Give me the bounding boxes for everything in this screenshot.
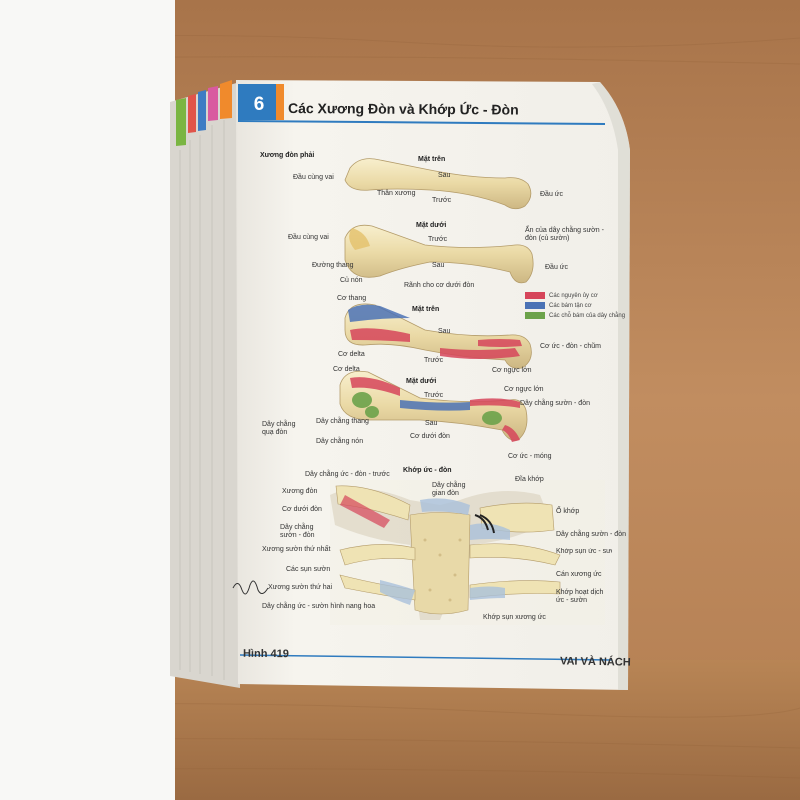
deltoid-origin-inferior [350, 377, 400, 396]
subclavius-insertion [400, 400, 470, 411]
sternohyoid-origin [502, 425, 520, 442]
book-page [236, 80, 630, 690]
panel5-label: Khớp hoạt dịch ức - sườn [556, 589, 604, 604]
panel5-label: Dây chằng sườn - đòn [280, 524, 315, 539]
panel1-label: Thân xương [377, 190, 416, 197]
panel4-label: Sau [425, 420, 438, 427]
clavicle-inferior [344, 224, 534, 284]
chapter-number: 6 [253, 94, 265, 115]
legend-label: Các nguyên ủy cơ [549, 293, 598, 299]
panel3-label: Cơ ngực lớn [492, 367, 532, 374]
sternoclavicular-joint-illustration [330, 480, 605, 625]
page-edge-lines [179, 120, 225, 680]
panel5-label: Xương đòn [282, 488, 318, 495]
panel2-view: Mặt dưới [416, 222, 447, 229]
panel2-label: Củ nón [340, 277, 363, 284]
costoclavicular-ligament-attachment [482, 411, 502, 425]
panel3-label: Cơ ức - đòn - chũm [540, 343, 602, 350]
panel5-label: Dây chằng ức - sườn hình nang hoa [262, 603, 376, 610]
panel4-label: Dây chằng thang [316, 418, 369, 425]
panel2-label: Trước [428, 236, 448, 243]
panel4-label: Dây chằng quạ đòn [262, 421, 296, 436]
panel4-label: Dây chằng nón [316, 438, 364, 445]
pectoralis-origin-inferior [470, 398, 520, 408]
panel5-label: Cán xương ức [556, 571, 602, 578]
trapezius-insertion [348, 304, 410, 322]
panel2-label: Đầu ức [545, 264, 568, 271]
panel5-label: Ổ khớp [556, 508, 580, 515]
artist-signature [232, 580, 269, 595]
panel5-label: Dây chằng sườn - đòn [556, 531, 626, 538]
legend-swatch-ligaments [525, 312, 545, 319]
panel4-view: Mặt dưới [406, 378, 437, 385]
panel4-label: Dây chằng sườn - đòn [520, 400, 590, 407]
panel1-label: Đầu cùng vai [293, 174, 334, 181]
page-curl-shadow [592, 82, 630, 690]
panel2-label: Ấn của dây chằng sườn - đòn (củ sườn) [525, 227, 604, 242]
panel5-label: Xương sườn thứ hai [268, 584, 333, 591]
clavicle-superior [344, 158, 532, 210]
conoid-ligament-attachment [365, 406, 379, 418]
page-stack [170, 82, 240, 688]
sternocleidomastoid-origin [478, 339, 522, 347]
footer-rule [239, 654, 613, 661]
legend-swatch-origins [525, 292, 545, 299]
panel4-label: Cơ ngực lớn [504, 386, 544, 393]
panel4-label: Trước [424, 392, 444, 399]
panel5-label: Khớp sụn xương ức [483, 614, 546, 621]
panel4-label: Cơ dưới đòn [410, 433, 450, 440]
trapezoid-ligament-attachment [352, 392, 372, 408]
clavicle-acromial-end [349, 228, 370, 250]
panel1-view: Mặt trên [418, 156, 446, 163]
header-rule [237, 120, 606, 125]
panel2-label: Sau [432, 262, 445, 269]
colored-tabs [176, 80, 232, 146]
panel5-label: Dây chằng ức - đòn - trước [305, 471, 390, 478]
legend-label: Các chỗ bám của dây chằng [549, 313, 626, 319]
panel3-label: Cơ delta [338, 351, 365, 358]
panel5-title: Khớp ức - đòn [403, 467, 452, 474]
panel1-label: Trước [432, 197, 452, 204]
page-title: Các Xương Đòn và Khớp Ức - Đòn [287, 100, 519, 118]
figure-number: Hình 419 [242, 647, 289, 661]
chapter-accent [276, 84, 284, 120]
panel2-label: Đầu cùng vai [288, 234, 329, 241]
panel3-label: Cơ thang [337, 295, 367, 302]
white-background [0, 0, 175, 800]
panel5-label: Cơ dưới đòn [282, 506, 322, 513]
panel5-label: Các sụn sườn [286, 566, 331, 573]
section-title: VAI VÀ NÁCH [559, 655, 631, 669]
panel1-label: Đầu ức [540, 191, 563, 198]
panel3-label: Trước [424, 357, 444, 364]
panel2-label: Rãnh cho cơ dưới đòn [404, 282, 475, 289]
panel3-label: Sau [438, 328, 451, 335]
panel4-label: Cơ delta [333, 366, 360, 373]
pectoralis-origin [440, 348, 520, 359]
panel1-label: Sau [438, 172, 451, 179]
legend-label: Các bám tận cơ [549, 303, 592, 309]
panel2-label: Đường thang [312, 262, 354, 269]
panel5-label: Đĩa khớp [515, 476, 544, 483]
deltoid-origin [350, 328, 410, 342]
panel5-label: Xương sườn thứ nhất [262, 546, 331, 553]
legend-swatch-insertions [525, 302, 545, 309]
panel5-label: Dây chằng gian đòn [432, 482, 466, 497]
chapter-number-box [238, 84, 282, 120]
panel4-label: Cơ ức - móng [508, 453, 552, 460]
panel1-heading: Xương đòn phải [260, 152, 315, 159]
panel5-label: Khớp sụn ức - sườn thứ nhất [556, 548, 612, 555]
panel3-view: Mặt trên [412, 306, 440, 313]
